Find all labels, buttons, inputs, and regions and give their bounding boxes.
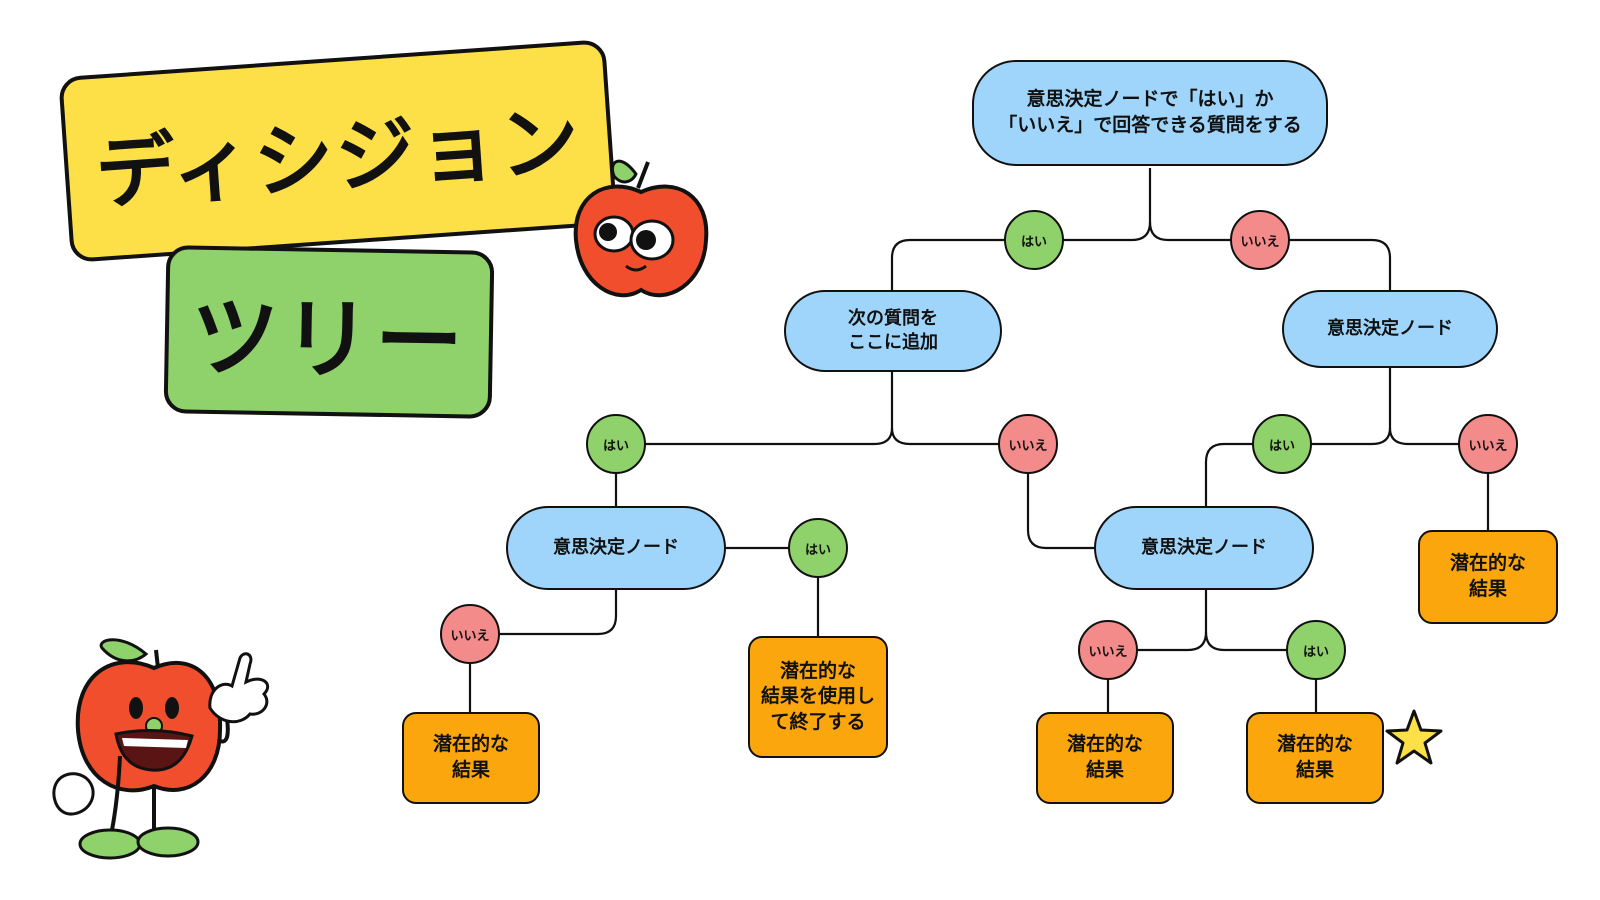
decision-node-left: 意思決定ノード	[506, 506, 726, 590]
decision-node-center: 意思決定ノード	[1094, 506, 1314, 590]
yes-badge: はい	[1286, 620, 1346, 680]
no-badge: いいえ	[998, 414, 1058, 474]
next-question-node: 次の質問を ここに追加	[784, 290, 1002, 372]
result-box-3: 潜在的な 結果	[1036, 712, 1174, 804]
connector-dc-yes	[1204, 631, 1318, 712]
connector-dl-no	[468, 590, 618, 712]
no-badge: いいえ	[1458, 414, 1518, 474]
title-line1: ディシジョン	[58, 39, 618, 263]
connector-next-right	[890, 427, 1094, 550]
star-icon	[1385, 709, 1443, 765]
connector-root-right	[1148, 221, 1392, 292]
no-badge: いいえ	[1078, 620, 1138, 680]
decision-node-right: 意思決定ノード	[1282, 290, 1498, 368]
no-badge: いいえ	[1230, 210, 1290, 270]
result-box-5: 潜在的な 結果	[1418, 530, 1558, 624]
apple-character-icon	[52, 638, 270, 860]
yes-badge: はい	[788, 518, 848, 578]
no-badge: いいえ	[440, 604, 500, 664]
result-box-1: 潜在的な 結果	[402, 712, 540, 804]
connector-next-left	[614, 372, 894, 506]
apple-mascot-icon	[573, 159, 709, 298]
result-box-4: 潜在的な 結果	[1246, 712, 1384, 804]
connector-dr-right	[1388, 427, 1490, 530]
title-line2: ツリー	[163, 245, 495, 419]
root-question-node: 意思決定ノードで「はい」か 「いいえ」で回答できる質問をする	[972, 60, 1328, 166]
yes-badge: はい	[1004, 210, 1064, 270]
yes-badge: はい	[1252, 414, 1312, 474]
result-box-2: 潜在的な 結果を使用し て終了する	[748, 636, 888, 758]
yes-badge: はい	[586, 414, 646, 474]
